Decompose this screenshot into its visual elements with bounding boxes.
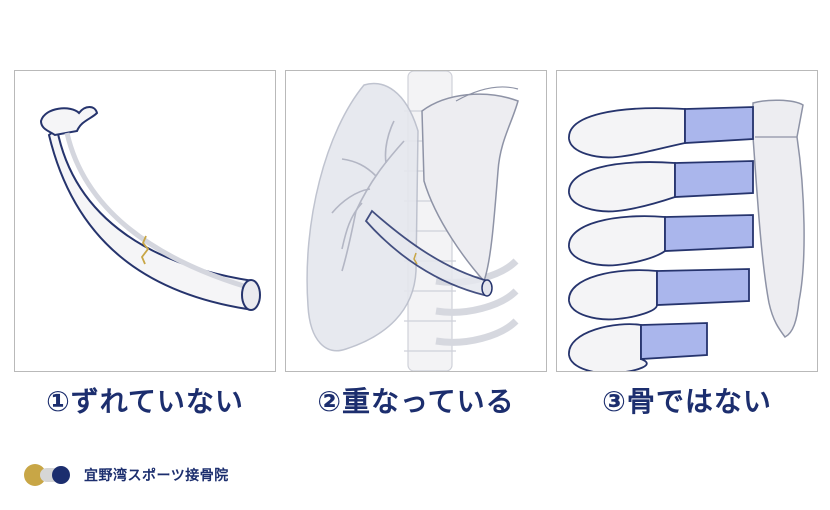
scapula <box>421 93 519 283</box>
rib-bone <box>568 161 676 213</box>
rib-bone <box>568 215 666 267</box>
rib-end <box>481 279 493 297</box>
panel-non-displaced <box>14 70 276 372</box>
ribcage-cartilage-illustration <box>568 99 805 371</box>
bronchial-tree <box>331 120 405 272</box>
rib-illustration <box>39 106 261 311</box>
caption-non-displaced: ①ずれていない <box>46 385 244 418</box>
brand-footer: 宜野湾スポーツ接骨院 <box>20 462 229 488</box>
panel-cartilage <box>556 70 818 372</box>
costal-cartilage <box>656 268 750 306</box>
rib-bone <box>568 107 686 159</box>
scapula-spine <box>455 86 519 102</box>
brand-name: 宜野湾スポーツ接骨院 <box>84 468 229 484</box>
ribs <box>568 106 754 371</box>
chest-overlap-illustration <box>306 71 519 371</box>
fracture-line <box>413 252 418 265</box>
rib-shading <box>64 132 248 290</box>
caption-not-bone: ③骨ではない <box>602 385 772 418</box>
costal-cartilage <box>674 160 754 198</box>
rib-shaft <box>47 127 255 311</box>
costal-cartilage <box>664 214 754 252</box>
rib-end <box>241 279 261 311</box>
brand-logo <box>20 462 72 488</box>
sternum <box>752 99 805 338</box>
caption-overlapping: ②重なっている <box>317 385 515 418</box>
logo-navy-circle <box>52 466 70 484</box>
logo-gold-circle <box>24 464 46 486</box>
panel-overlapping <box>285 70 547 372</box>
costal-cartilage <box>640 322 708 360</box>
rib-bone <box>568 269 658 321</box>
costal-cartilage <box>684 106 754 144</box>
rib-bone <box>568 323 648 371</box>
fracture-line <box>140 235 150 265</box>
lung <box>306 82 419 352</box>
rib-head <box>39 106 99 137</box>
